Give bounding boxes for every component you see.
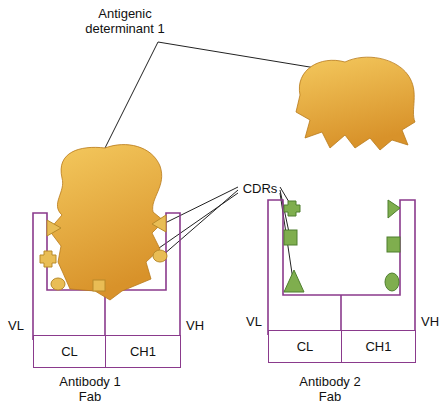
leader-line bbox=[163, 187, 238, 224]
fragment-caption: Antibody 2 Fab bbox=[294, 374, 366, 404]
cdr-shape bbox=[153, 250, 167, 262]
fragment-caption: Antibody 1 Fab bbox=[54, 374, 126, 404]
domain-box: CL bbox=[268, 330, 342, 363]
chain-divider bbox=[340, 295, 342, 335]
domain-label: CH1 bbox=[365, 339, 391, 354]
antigen bbox=[49, 145, 164, 300]
cdr-shape bbox=[51, 278, 65, 290]
cdr-shape bbox=[388, 200, 400, 218]
domain-name: VL bbox=[246, 314, 268, 329]
cdr-shape bbox=[385, 273, 399, 291]
cdr-shape bbox=[152, 215, 166, 232]
domain-box: CL bbox=[33, 335, 106, 368]
domain-label: CH1 bbox=[130, 344, 156, 359]
cdr-shape bbox=[284, 230, 297, 245]
domain-box: CH1 bbox=[105, 335, 181, 368]
leader-line bbox=[163, 190, 238, 255]
leader-line bbox=[104, 42, 158, 150]
domain-label: CL bbox=[297, 339, 314, 354]
domain-name: VL bbox=[8, 318, 32, 333]
cdr-shape bbox=[387, 237, 400, 252]
callout-label: Antigenic determinant 1 bbox=[76, 6, 174, 36]
cdr-shape bbox=[284, 270, 304, 292]
domain-name: VH bbox=[421, 314, 446, 329]
callout-label: CDRs bbox=[238, 181, 282, 196]
domain-label: CL bbox=[61, 344, 78, 359]
cdr-shape bbox=[93, 280, 105, 291]
cdr-shape bbox=[47, 220, 61, 236]
antigen bbox=[296, 57, 415, 150]
cdr-shape bbox=[284, 201, 300, 216]
domain-name: VH bbox=[186, 318, 212, 333]
cdr-shape bbox=[40, 251, 56, 267]
fab-outline bbox=[268, 200, 415, 335]
domain-box: CH1 bbox=[341, 330, 416, 363]
